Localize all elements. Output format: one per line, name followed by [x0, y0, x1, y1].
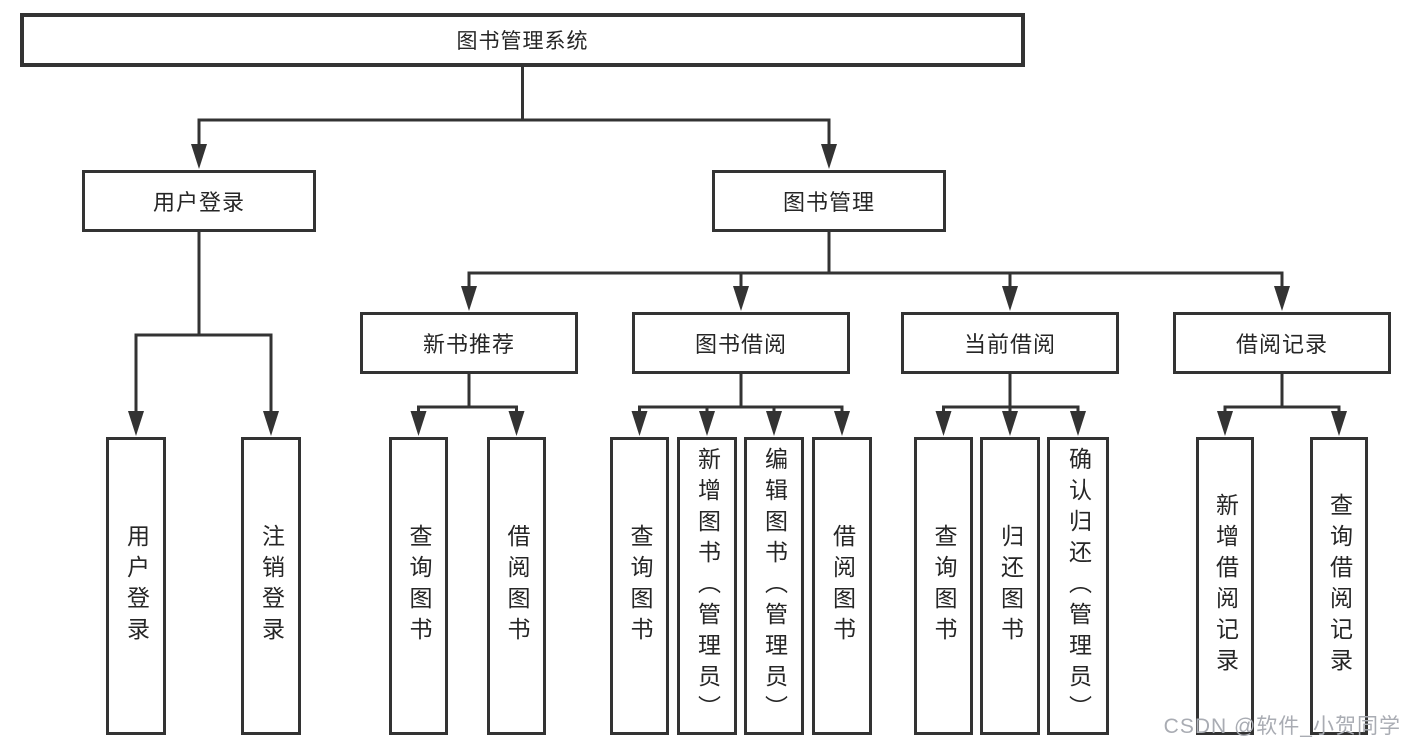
- node-leaf-return-books: 归还图书: [980, 437, 1040, 735]
- node-leaf-add-books-admin: 新增图书（管理员）: [677, 437, 737, 735]
- node-label: 图书借阅: [694, 332, 787, 357]
- node-leaf-logout: 注销登录: [241, 437, 301, 735]
- node-leaf-query-books-borrow: 查询图书: [610, 437, 669, 735]
- node-leaf-query-books-recommend: 查询图书: [389, 437, 448, 735]
- node-book-management-branch: 图书管理: [712, 170, 946, 232]
- node-label: 用户登录: [123, 524, 150, 648]
- node-current-borrow: 当前借阅: [901, 312, 1119, 374]
- node-label: 图书管理系统: [456, 30, 589, 53]
- node-label: 查询图书: [931, 524, 957, 648]
- node-leaf-query-books-current: 查询图书: [914, 437, 973, 735]
- node-label: 查询图书: [406, 524, 432, 648]
- node-label: 借阅记录: [1235, 332, 1328, 357]
- node-new-book-recommend: 新书推荐: [360, 312, 578, 374]
- node-label: 确认归还（管理员）: [1065, 446, 1092, 726]
- csdn-watermark: CSDN @软件_小贺同学: [1163, 715, 1401, 738]
- node-label: 新增借阅记录: [1212, 493, 1239, 679]
- node-user-login-branch: 用户登录: [82, 170, 316, 232]
- node-leaf-confirm-return-admin: 确认归还（管理员）: [1047, 437, 1109, 735]
- node-label: 用户登录: [152, 190, 245, 215]
- node-leaf-user-login: 用户登录: [106, 437, 166, 735]
- node-label: 图书管理: [782, 190, 875, 215]
- node-library-management-system: 图书管理系统: [20, 13, 1025, 67]
- node-label: 借阅图书: [829, 524, 856, 648]
- node-label: 编辑图书（管理员）: [761, 446, 788, 726]
- node-borrow-records: 借阅记录: [1173, 312, 1391, 374]
- node-book-borrow: 图书借阅: [632, 312, 850, 374]
- node-leaf-query-borrow-record: 查询借阅记录: [1310, 437, 1368, 735]
- node-leaf-edit-books-admin: 编辑图书（管理员）: [744, 437, 804, 735]
- node-leaf-borrow-books-recommend: 借阅图书: [487, 437, 546, 735]
- node-label: 借阅图书: [504, 524, 530, 648]
- node-leaf-borrow-books: 借阅图书: [812, 437, 872, 735]
- node-label: 注销登录: [258, 524, 285, 648]
- node-label: 当前借阅: [963, 332, 1056, 357]
- node-label: 查询借阅记录: [1326, 493, 1353, 679]
- node-label: 归还图书: [997, 524, 1024, 648]
- node-leaf-add-borrow-record: 新增借阅记录: [1196, 437, 1254, 735]
- node-label: 查询图书: [627, 524, 653, 648]
- node-label: 新书推荐: [422, 332, 515, 357]
- node-label: 新增图书（管理员）: [694, 446, 721, 726]
